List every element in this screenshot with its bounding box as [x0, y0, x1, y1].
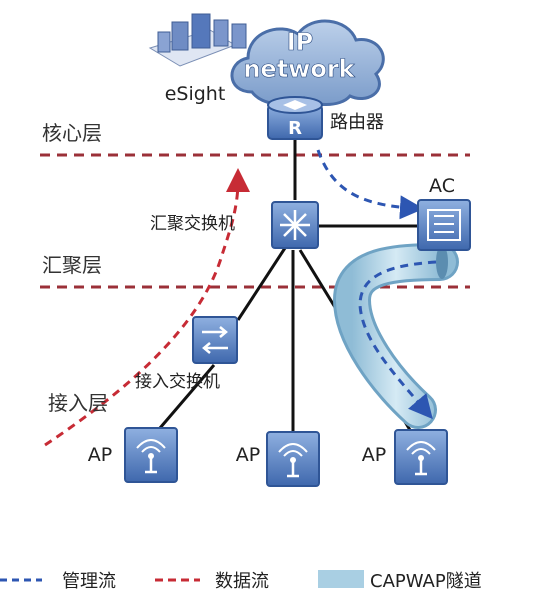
router-label: 路由器 [330, 112, 384, 133]
esight-server-icon[interactable] [148, 13, 247, 67]
legend: 管理流 数据流 CAPWAP隧道 [0, 570, 482, 592]
esight-label: eSight [165, 83, 226, 105]
ac-label: AC [429, 175, 455, 197]
cloud-label-ip: IP [287, 28, 314, 56]
ap-label: AP [362, 444, 386, 466]
mgmt-flow-router-ac [316, 149, 424, 220]
router-glyph: R [288, 118, 302, 139]
legend-data-label: 数据流 [215, 571, 269, 592]
aggregation-switch-icon[interactable] [271, 201, 319, 249]
ap-icon[interactable] [124, 427, 178, 483]
core-layer-label: 核心层 [42, 121, 102, 145]
aggregation-layer-label: 汇聚层 [42, 253, 102, 277]
ap-icon[interactable] [266, 431, 320, 487]
link-agg-access-switch [236, 247, 287, 321]
access-switch-label: 接入交换机 [135, 372, 220, 392]
ap-label: AP [88, 444, 112, 466]
legend-tunnel-label: CAPWAP隧道 [370, 571, 482, 592]
ap-icon[interactable] [394, 429, 448, 485]
legend-management-label: 管理流 [62, 571, 116, 592]
aggregation-switch-label: 汇聚交换机 [150, 214, 235, 234]
mgmt-flow-tunnel [358, 260, 437, 420]
access-layer-label: 接入层 [48, 391, 108, 415]
ap-label: AP [236, 444, 260, 466]
data-flow-arrow [44, 168, 250, 447]
ac-controller-icon[interactable] [417, 199, 471, 251]
router-icon[interactable] [267, 96, 323, 140]
capwap-tunnel [332, 243, 459, 429]
legend-tunnel-swatch [318, 570, 364, 588]
access-switch-icon[interactable] [192, 316, 238, 364]
link-access-switch-ap1 [158, 364, 216, 429]
cloud-label-network: network [243, 55, 355, 83]
